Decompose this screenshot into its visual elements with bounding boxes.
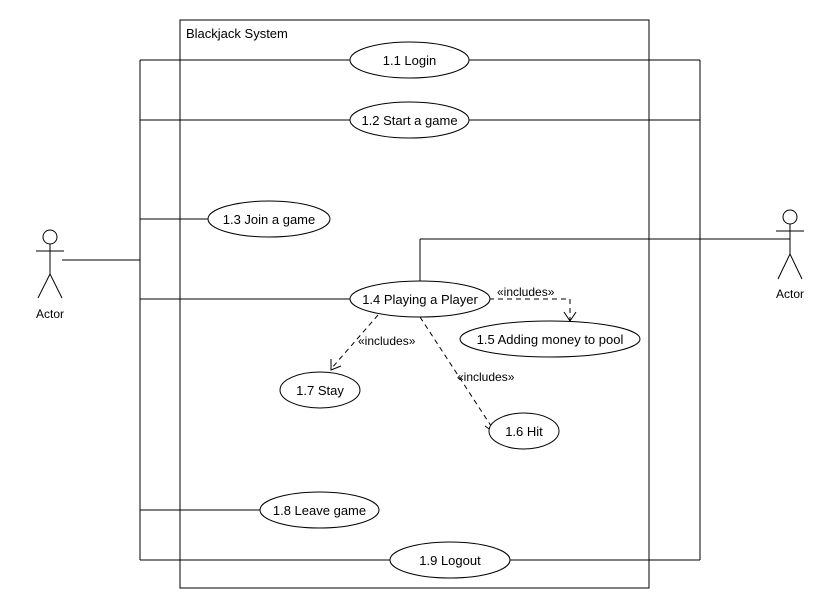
right-actor-associations [419, 59, 790, 561]
use-case-label: 1.8 Leave game [273, 503, 366, 518]
use-case-label: 1.5 Adding money to pool [477, 332, 624, 347]
use-case-1-9[interactable]: 1.9 Logout [389, 541, 511, 579]
include-relation-1-7: «includes» [330, 314, 416, 371]
use-case-label: 1.6 Hit [505, 424, 543, 439]
include-label-1-7: «includes» [358, 334, 416, 348]
right-actor[interactable]: Actor [776, 209, 804, 301]
actor-head [42, 229, 58, 245]
use-case-label: 1.1 Login [383, 53, 437, 68]
left-actor[interactable]: Actor [36, 229, 64, 321]
actor-label: Actor [776, 287, 804, 301]
use-case-1-1[interactable]: 1.1 Login [349, 41, 470, 79]
include-label-1-5: «includes» [497, 285, 555, 299]
use-case-label: 1.7 Stay [296, 383, 344, 398]
use-case-1-2[interactable]: 1.2 Start a game [349, 101, 470, 139]
actor-label: Actor [36, 307, 64, 321]
use-case-1-3[interactable]: 1.3 Join a game [207, 200, 331, 238]
use-case-1-5[interactable]: 1.5 Adding money to pool [459, 320, 641, 358]
use-case-label: 1.4 Playing a Player [362, 292, 478, 307]
use-case-1-8[interactable]: 1.8 Leave game [259, 491, 380, 529]
system-boundary [179, 19, 650, 589]
use-case-label: 1.2 Start a game [361, 113, 457, 128]
system-title: Blackjack System [186, 26, 288, 41]
include-relation-1-5: «includes» [489, 285, 577, 322]
left-actor-associations [62, 59, 390, 561]
actor-head [782, 209, 798, 225]
use-case-label: 1.9 Logout [419, 553, 481, 568]
use-case-1-4[interactable]: 1.4 Playing a Player [349, 280, 491, 318]
use-case-1-6[interactable]: 1.6 Hit [488, 412, 560, 450]
include-label-1-6: «includes» [457, 370, 515, 384]
use-case-label: 1.3 Join a game [223, 212, 316, 227]
use-case-1-7[interactable]: 1.7 Stay [279, 371, 361, 409]
